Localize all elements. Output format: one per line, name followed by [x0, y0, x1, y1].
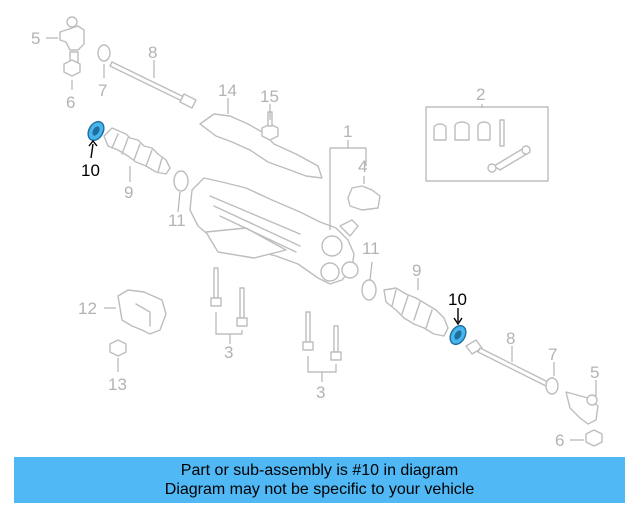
banner-line-1: Part or sub-assembly is #10 in diagram — [180, 462, 459, 479]
nut-13 — [109, 339, 127, 357]
nut-left-6 — [63, 59, 81, 77]
callout-9-left: 9 — [124, 183, 133, 202]
callout-numbers: 5 6 7 8 9 11 14 15 1 4 2 11 9 8 7 5 6 12… — [31, 29, 599, 450]
callout-10-left: 10 — [81, 161, 100, 180]
callout-9-right: 9 — [412, 261, 421, 280]
callout-14: 14 — [218, 81, 237, 100]
tie-rod-end-left — [59, 16, 85, 63]
repair-kit-2 — [425, 106, 549, 182]
callout-12: 12 — [78, 299, 97, 318]
callout-15: 15 — [260, 87, 279, 106]
callout-8-left: 8 — [148, 43, 157, 62]
bolts-3-upper — [210, 267, 248, 327]
clamp-left-11 — [173, 170, 189, 192]
heat-shield-14 — [199, 113, 323, 179]
leader-lines — [46, 37, 597, 441]
bolts-3-lower — [302, 311, 342, 361]
callout-3-upper: 3 — [224, 343, 233, 362]
callout-10-right: 10 — [448, 290, 467, 309]
callout-3-lower: 3 — [316, 383, 325, 402]
steering-gear-1 — [189, 177, 359, 285]
callout-5-left: 5 — [31, 29, 40, 48]
mount-4 — [347, 185, 381, 211]
callout-11-left: 11 — [168, 211, 186, 230]
nut-right-6 — [585, 429, 603, 447]
tie-rod-end-right — [565, 391, 599, 425]
boot-clamp-right-7 — [545, 377, 559, 395]
callout-8-right: 8 — [506, 329, 515, 348]
callout-5-right: 5 — [590, 363, 599, 382]
callout-6-left: 6 — [66, 93, 75, 112]
callout-6-right: 6 — [555, 431, 564, 450]
callout-1: 1 — [343, 122, 352, 141]
callout-2: 2 — [476, 85, 485, 104]
info-banner: Part or sub-assembly is #10 in diagram D… — [14, 457, 625, 503]
boot-left-9 — [103, 127, 171, 175]
callout-13: 13 — [108, 375, 127, 394]
callout-4: 4 — [358, 157, 367, 176]
clamp-right-11 — [361, 279, 377, 301]
inner-tie-rod-left-8 — [109, 61, 197, 109]
clamp-10-right-highlight — [449, 324, 467, 346]
bracket-12 — [117, 289, 167, 335]
bolt-15 — [261, 111, 279, 141]
boot-right-9 — [383, 287, 449, 337]
clamp-10-left-highlight — [87, 120, 105, 142]
callout-11-right: 11 — [362, 239, 380, 258]
callout-7-left: 7 — [98, 81, 107, 100]
callout-7-right: 7 — [548, 345, 557, 364]
boot-clamp-left-7 — [97, 44, 111, 62]
parts-diagram: 5 6 7 8 9 11 14 15 1 4 2 11 9 8 7 5 6 12… — [31, 16, 603, 450]
banner-line-2: Diagram may not be specific to your vehi… — [164, 481, 475, 498]
